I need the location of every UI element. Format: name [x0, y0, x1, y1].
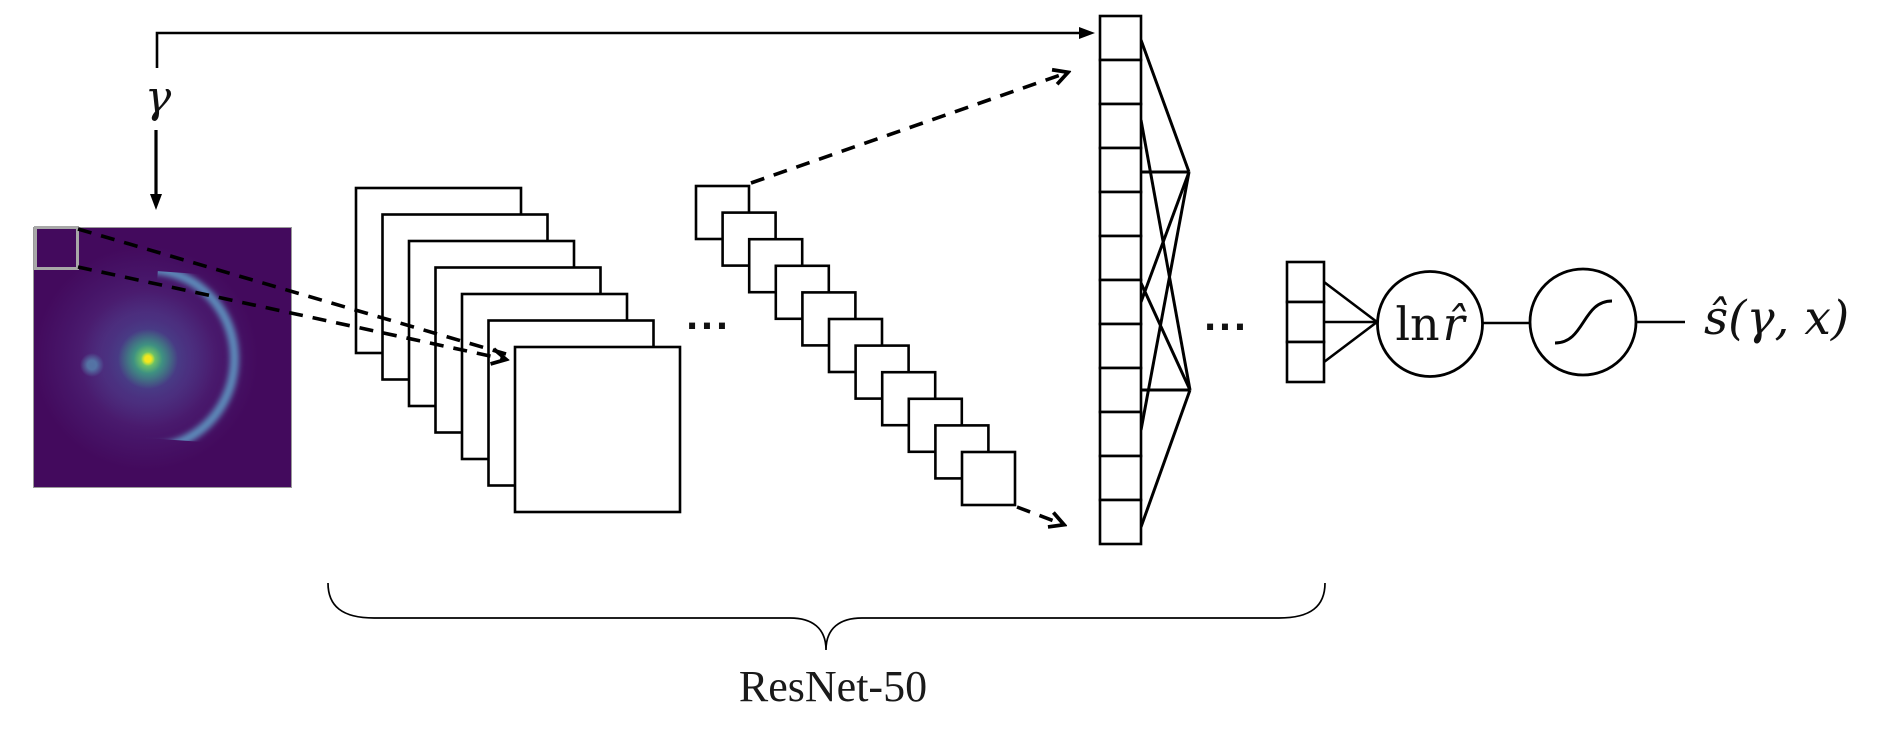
conditioning-arrow: [155, 27, 1095, 68]
flatten-cell: [1098, 410, 1143, 458]
downsampled-map: [960, 450, 1017, 507]
flatten-cell: [1098, 322, 1143, 370]
fan-in-lines: [1323, 280, 1378, 364]
output-label: ŝ(γ, x): [1704, 291, 1850, 346]
feature-map: [513, 345, 682, 514]
resnet-label: ResNet-50: [738, 662, 928, 711]
ellipsis-fc: ...: [1203, 299, 1249, 339]
flatten-cell: [1098, 498, 1143, 546]
log-ratio-node: [1376, 270, 1484, 378]
skip-bottom-arrow: [1016, 505, 1062, 524]
downsampling-cascade: [694, 184, 1017, 507]
fc-connections: [1139, 39, 1192, 528]
receptive-field-patch: [34, 226, 79, 270]
patch-projection-arrow: [77, 265, 504, 359]
latent-vector: [1285, 260, 1326, 384]
flatten-cell: [1098, 234, 1143, 282]
flatten-cell: [1098, 14, 1143, 62]
log-ratio-label: lnr̂: [1378, 297, 1482, 351]
latent-cell: [1285, 340, 1326, 384]
flatten-cell: [1098, 454, 1143, 502]
feature-map-stack: [354, 186, 682, 514]
flatten-cell: [1098, 146, 1143, 194]
sigmoid-icon: [1554, 299, 1613, 345]
log-ratio-prefix: ln: [1395, 297, 1440, 351]
log-ratio-symbol: r̂: [1442, 297, 1465, 351]
flatten-vector: [1098, 14, 1143, 546]
flatten-cell: [1098, 190, 1143, 238]
flatten-cell: [1098, 366, 1143, 414]
resnet-brace: [327, 582, 1326, 651]
gamma-label: γ: [144, 72, 172, 123]
latent-cell: [1285, 300, 1326, 344]
patch-projection-line-top: [77, 227, 507, 356]
lens-image: [33, 227, 292, 488]
ellipsis-mid: ...: [685, 298, 731, 338]
flatten-cell: [1098, 278, 1143, 326]
flatten-cell: [1098, 58, 1143, 106]
latent-cell: [1285, 260, 1326, 304]
flatten-cell: [1098, 102, 1143, 150]
skip-top-arrow: [750, 73, 1066, 185]
